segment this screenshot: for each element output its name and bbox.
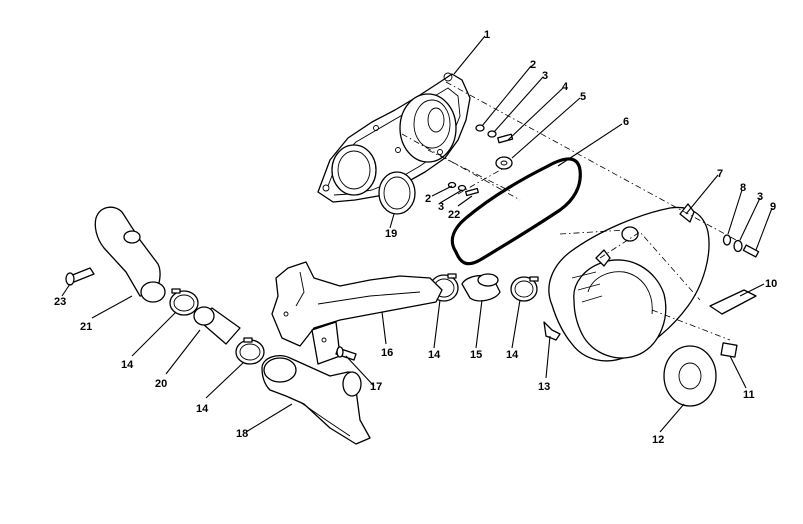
callout-20: 20 — [155, 378, 167, 390]
callout-15: 15 — [470, 349, 482, 361]
hose-clamp-right — [510, 276, 539, 302]
callout-16: 16 — [381, 347, 393, 359]
callout-14-d: 14 — [121, 359, 134, 371]
main-air-duct — [271, 261, 443, 365]
callout-14-a: 14 — [428, 349, 441, 361]
callout-4: 4 — [562, 81, 569, 93]
callout-5: 5 — [580, 91, 586, 103]
callout-14-c: 14 — [196, 403, 209, 415]
hose-sleeve-left — [193, 306, 241, 345]
lower-air-duct — [261, 354, 371, 445]
callout-8: 8 — [740, 182, 746, 194]
callout-11: 11 — [743, 389, 755, 401]
inner-cover-fasteners — [447, 124, 514, 197]
callout-6: 6 — [623, 116, 629, 128]
callout-19: 19 — [385, 228, 397, 240]
callout-23: 23 — [54, 296, 66, 308]
callout-10: 10 — [765, 278, 777, 290]
seal-ring — [378, 171, 416, 215]
drive-belt — [450, 157, 582, 266]
callout-3-lower: 3 — [438, 201, 444, 213]
outer-cover — [543, 203, 710, 362]
callout-21: 21 — [80, 321, 92, 333]
left-air-duct — [94, 206, 166, 303]
callout-2-lower: 2 — [425, 193, 431, 205]
hose-clamp-center-left — [235, 337, 265, 365]
callout-1: 1 — [484, 29, 490, 41]
hose-clamp-left — [169, 288, 199, 316]
outer-cover-hardware — [663, 234, 760, 407]
callout-9: 9 — [770, 201, 776, 213]
callout-14-b: 14 — [506, 349, 519, 361]
callout-7: 7 — [717, 168, 723, 180]
callout-18: 18 — [236, 428, 248, 440]
hose-sleeve-right — [461, 273, 501, 302]
callout-22: 22 — [448, 209, 460, 221]
callout-2: 2 — [530, 59, 536, 71]
alignment-lines — [401, 81, 737, 341]
callout-12: 12 — [652, 434, 664, 446]
duct-screw — [335, 346, 357, 361]
callout-17: 17 — [370, 381, 382, 393]
callout-3-right: 3 — [757, 191, 763, 203]
callout-labels: 1 2 3 4 5 6 7 8 3 9 10 11 12 13 14 15 14… — [54, 29, 777, 446]
inner-cover — [317, 72, 471, 203]
callout-13: 13 — [538, 381, 550, 393]
callout-3: 3 — [542, 70, 548, 82]
leader-lines — [61, 35, 773, 433]
screw — [65, 267, 95, 286]
